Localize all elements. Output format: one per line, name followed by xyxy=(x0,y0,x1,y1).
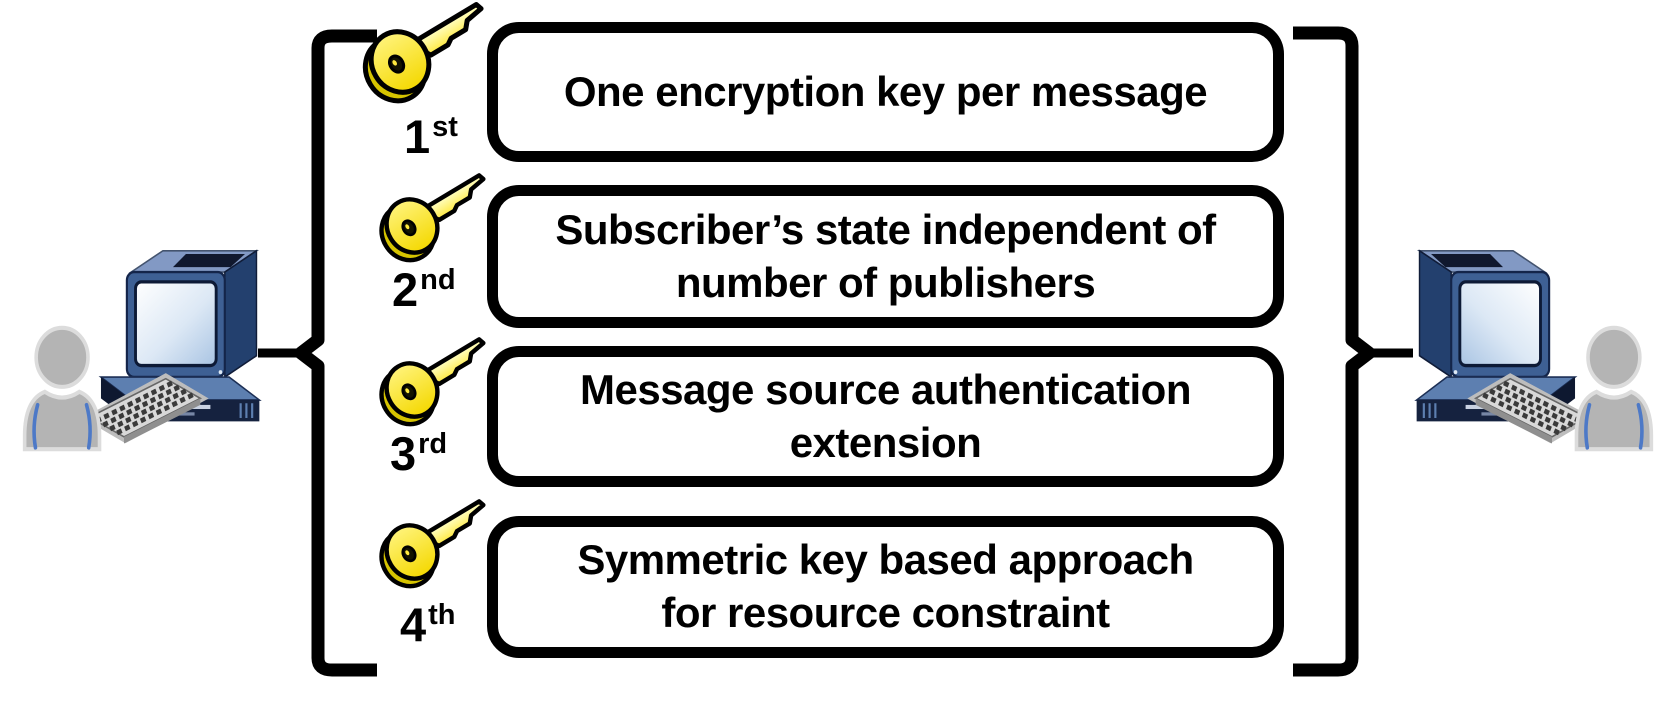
key-icon-2 xyxy=(370,159,501,270)
feature-box-2-label: Subscriber’s state independent of number… xyxy=(555,205,1216,306)
key-icon-4 xyxy=(370,485,501,596)
ordinal-2-number: 2 xyxy=(392,263,419,316)
ordinal-2-suffix: nd xyxy=(420,264,456,297)
right-brace xyxy=(1293,26,1376,677)
ordinal-1-suffix: st xyxy=(432,111,458,144)
feature-box-2: Subscriber’s state independent of number… xyxy=(487,185,1284,328)
feature-box-3-label: Message source authentication extension xyxy=(579,365,1192,466)
ordinal-3-number: 3 xyxy=(390,427,417,480)
feature-box-1-label: One encryption key per message xyxy=(563,67,1208,115)
feature-box-3: Message source authentication extension xyxy=(487,346,1284,487)
left-user-computer xyxy=(25,251,260,449)
ordinal-1: 1st xyxy=(404,113,458,160)
ordinal-4: 4th xyxy=(400,601,456,648)
ordinal-4-suffix: th xyxy=(428,599,456,632)
ordinal-4-number: 4 xyxy=(400,598,427,651)
ordinal-1-number: 1 xyxy=(404,110,431,163)
ordinal-3-suffix: rd xyxy=(418,428,448,461)
left-brace xyxy=(294,29,377,677)
right-user-computer xyxy=(1417,251,1652,449)
feature-box-1: One encryption key per message xyxy=(487,22,1284,162)
feature-box-4-label: Symmetric key based approach for resourc… xyxy=(577,536,1194,636)
ordinal-2: 2nd xyxy=(392,266,456,313)
key-icon-1 xyxy=(352,0,501,112)
feature-box-4: Symmetric key based approach for resourc… xyxy=(487,516,1284,658)
ordinal-3: 3rd xyxy=(390,430,447,477)
key-icon-3 xyxy=(370,323,501,434)
